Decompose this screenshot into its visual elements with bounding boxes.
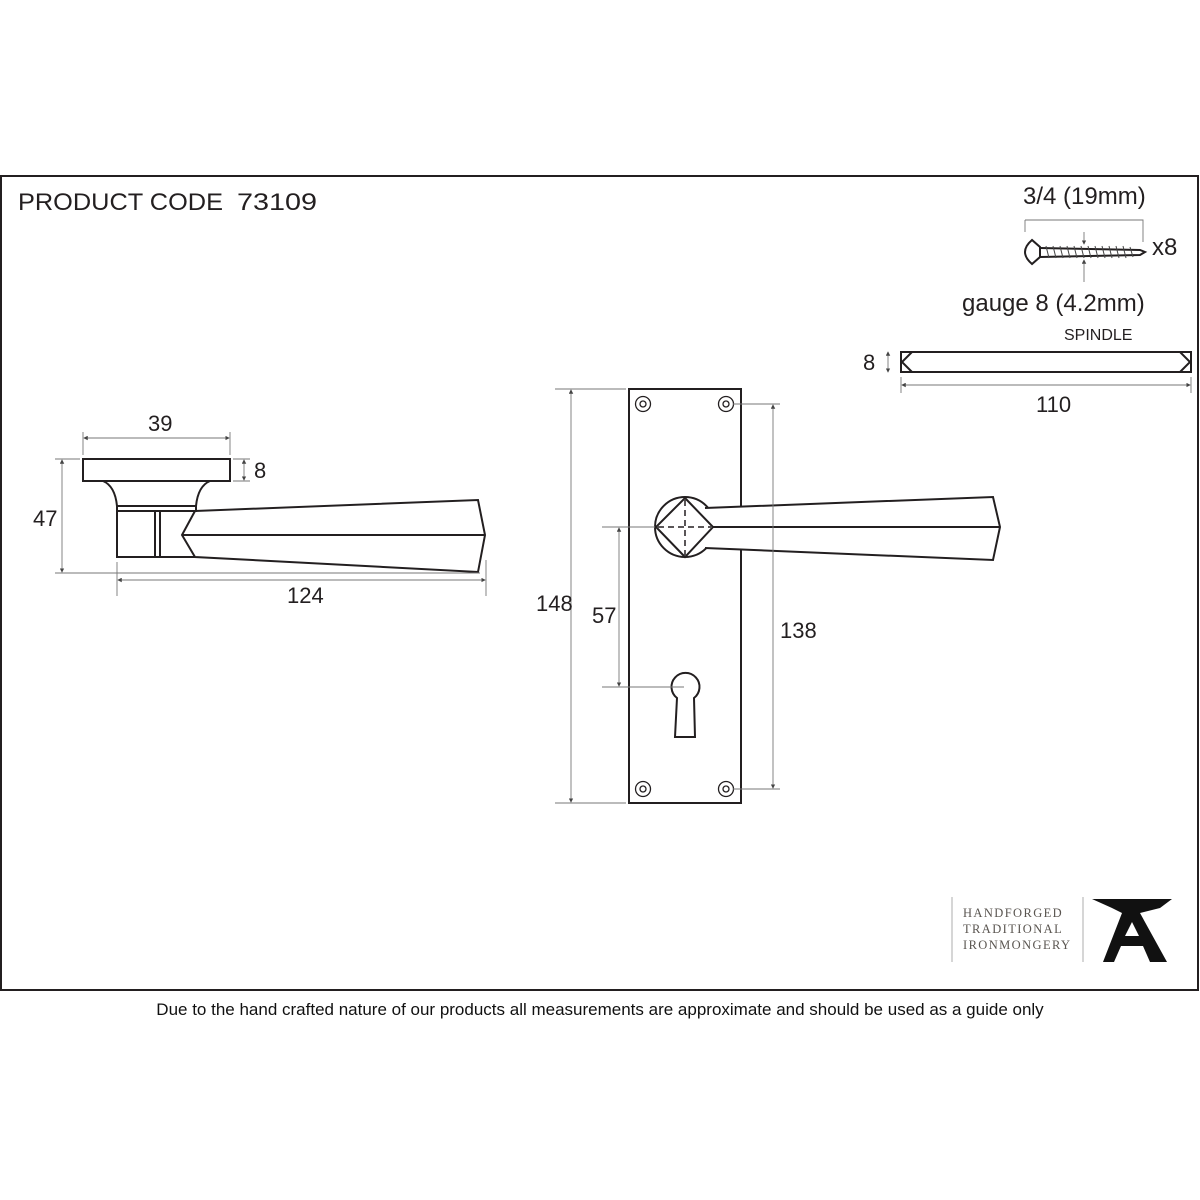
- rose-diameter-dim: 39: [148, 411, 172, 436]
- product-code-value: 73109: [237, 189, 317, 216]
- rose-thickness-dim: 8: [254, 458, 266, 483]
- screw-gauge-label: gauge 8 (4.2mm): [962, 290, 1145, 317]
- side-view: 39 8 47 124: [33, 411, 487, 608]
- spindle-length: 110: [1036, 392, 1071, 417]
- backplate: [628, 388, 742, 804]
- drawing-frame: [0, 175, 1199, 991]
- spindle-title: SPINDLE: [1064, 327, 1132, 344]
- screw-spec: 3/4 (19mm) x8 gauge 8 (4.2mm): [962, 183, 1177, 317]
- screw-icon: [1024, 238, 1148, 266]
- lever-length-dim: 124: [287, 583, 324, 608]
- screw-length-label: 3/4 (19mm): [1023, 183, 1146, 210]
- product-code: PRODUCT CODE 73109: [18, 189, 317, 216]
- keyhole: [670, 671, 701, 738]
- centres-dim: 57: [592, 603, 616, 628]
- logo-line-3: IRONMONGERY: [963, 938, 1071, 952]
- backplate-height-dim: 148: [536, 591, 573, 616]
- spindle: SPINDLE 8 110: [863, 327, 1192, 417]
- anvil-icon: [1092, 899, 1172, 962]
- product-code-label: PRODUCT CODE: [18, 189, 223, 216]
- logo-line-2: TRADITIONAL: [963, 922, 1063, 936]
- screw-quantity: x8: [1152, 234, 1177, 261]
- spindle-thickness: 8: [863, 350, 875, 375]
- projection-dim: 47: [33, 506, 57, 531]
- front-view: 148 57 138: [536, 388, 1002, 804]
- disclaimer: Due to the hand crafted nature of our pr…: [156, 1000, 1044, 1019]
- logo-line-1: HANDFORGED: [963, 906, 1063, 920]
- brand-logo: HANDFORGED TRADITIONAL IRONMONGERY: [951, 897, 1172, 962]
- fixing-centres-dim: 138: [780, 618, 817, 643]
